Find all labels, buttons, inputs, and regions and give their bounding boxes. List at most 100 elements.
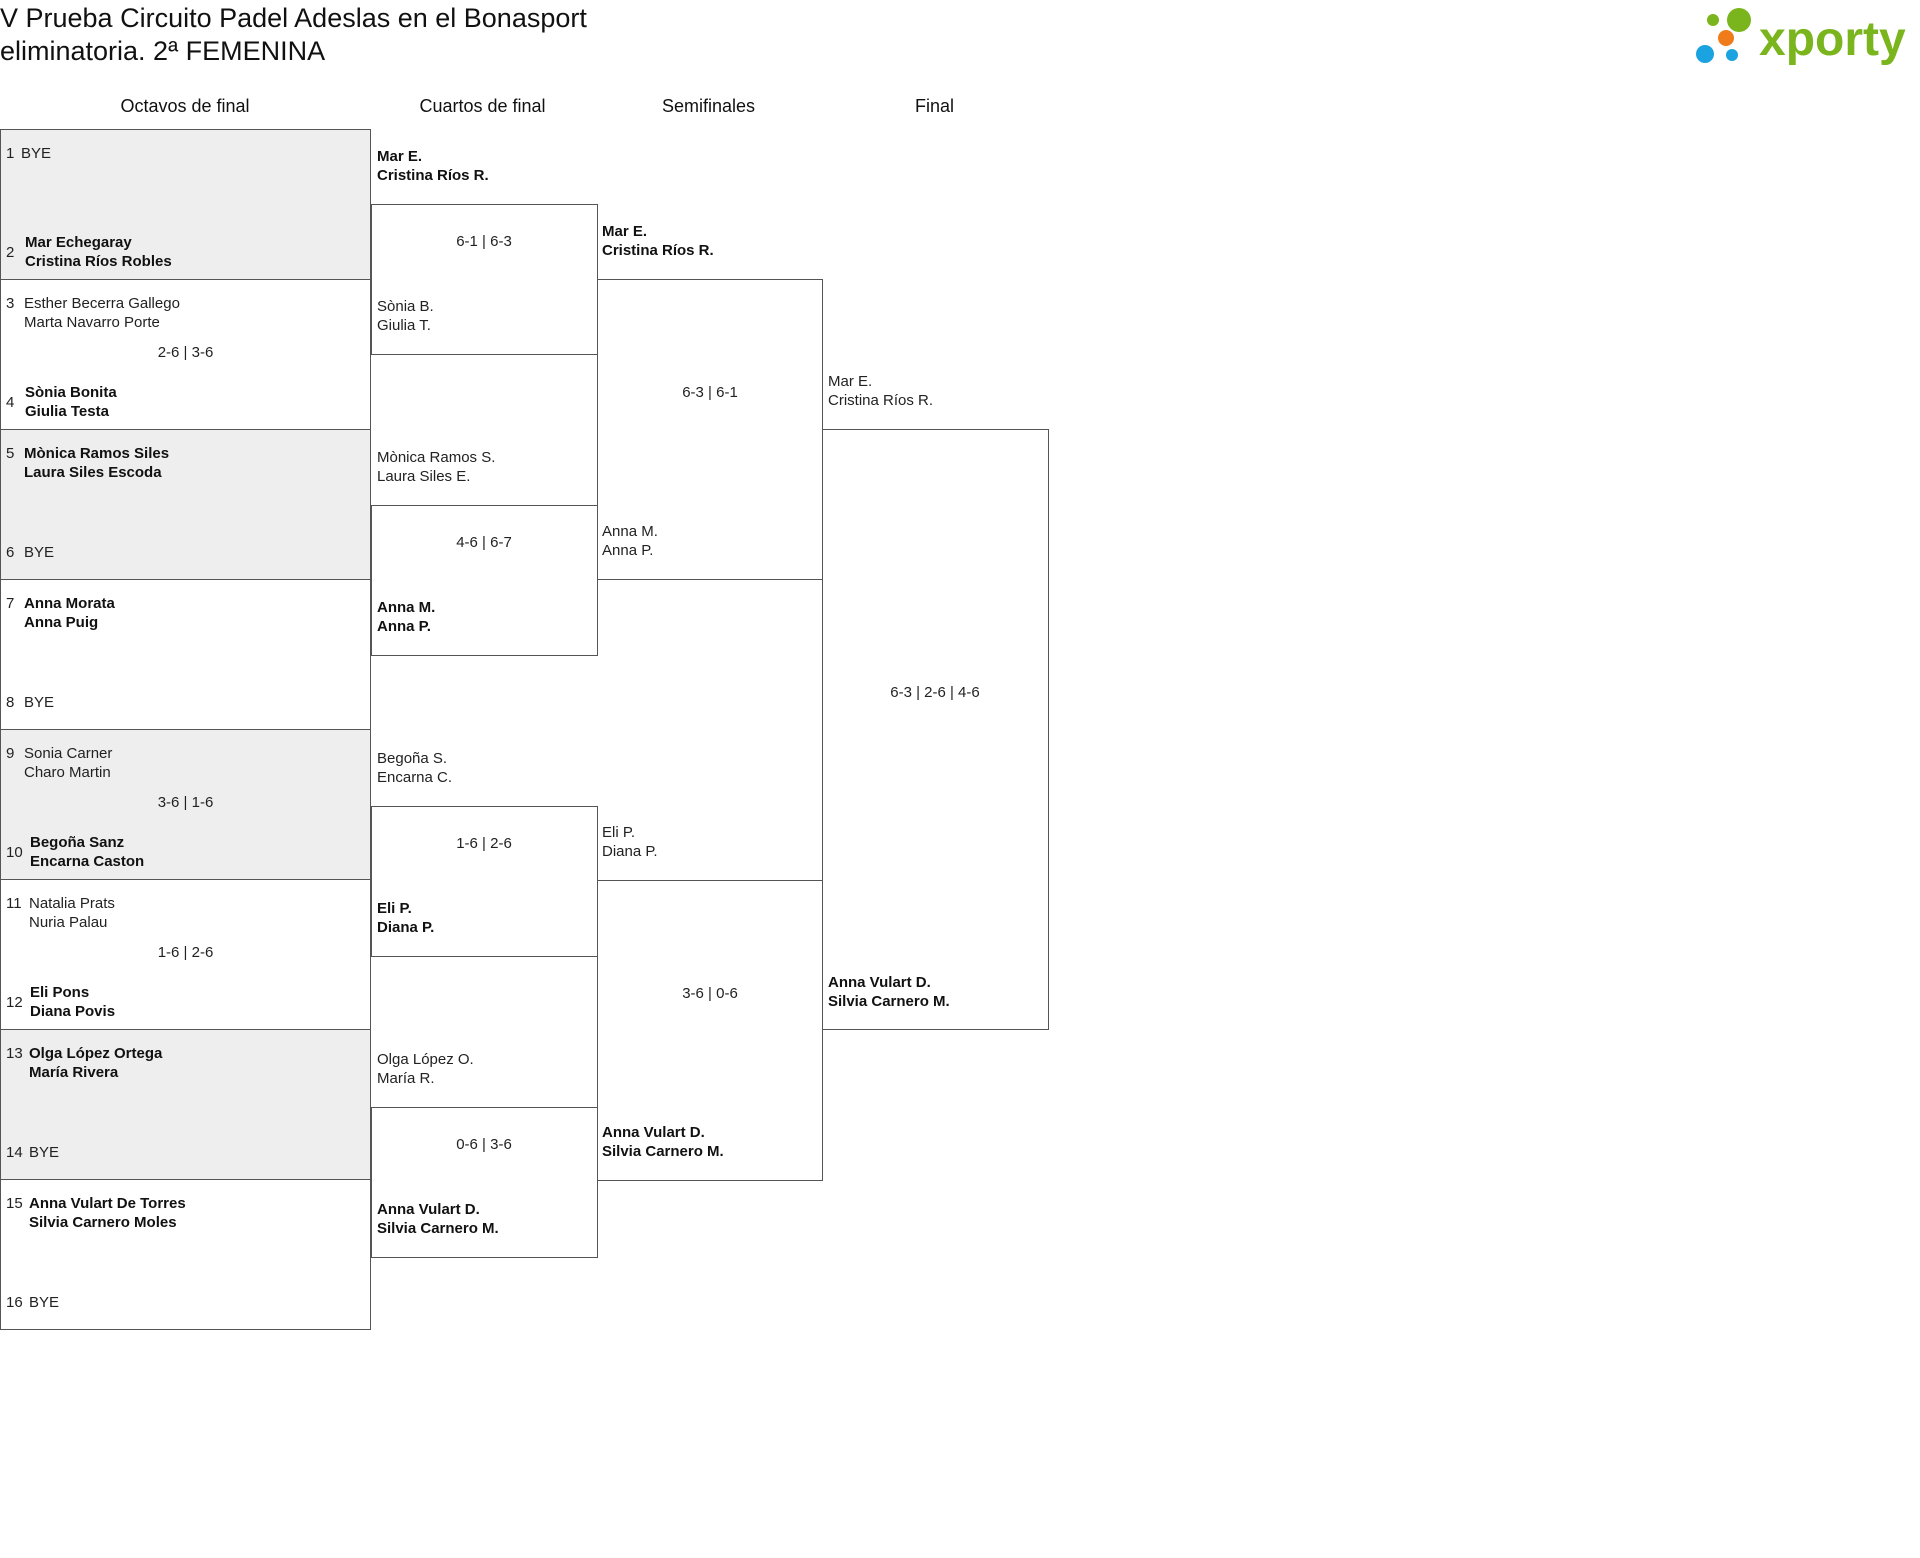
title-line-2: eliminatoria. 2ª FEMENINA bbox=[0, 36, 326, 66]
cuartos-2-team-bottom-player-2: Anna P. bbox=[377, 618, 431, 635]
seed-number: 15 bbox=[6, 1195, 23, 1212]
logo-dot-blue-small bbox=[1726, 49, 1738, 61]
octavos-4-team-bottom[interactable]: BYE bbox=[24, 693, 54, 712]
octavos-7-team-top-player-2: María Rivera bbox=[29, 1064, 119, 1081]
match-score: 4-6 | 6-7 bbox=[456, 534, 512, 551]
semis-2-team-bottom[interactable]: Anna Vulart D.Silvia Carnero M. bbox=[602, 1123, 724, 1161]
semis-1-team-top[interactable]: Mar E. Cristina Ríos R. bbox=[602, 222, 714, 260]
logo-dot-orange bbox=[1718, 30, 1734, 46]
seed-number: 12 bbox=[6, 994, 23, 1011]
xporty-logo-mark: xporty bbox=[1696, 8, 1906, 66]
octavos-3-team-bottom[interactable]: BYE bbox=[24, 543, 54, 562]
octavos-7-team-bottom-player-1: BYE bbox=[29, 1144, 60, 1161]
octavos-3-team-top-player-1: Mònica Ramos Siles bbox=[24, 445, 170, 462]
round-header-3: Semifinales bbox=[661, 96, 756, 116]
match-octavos-3[interactable] bbox=[0, 429, 371, 580]
seed-number: 4 bbox=[6, 394, 15, 411]
match-score: 6-1 | 6-3 bbox=[456, 233, 512, 250]
logo-dot-blue bbox=[1696, 45, 1714, 63]
cuartos-4-team-top[interactable]: Olga López O. María R. bbox=[377, 1050, 474, 1088]
semis-2-team-top-player-1: Eli P. bbox=[602, 824, 636, 841]
cuartos-1-team-bottom-player-1: Sònia B. bbox=[377, 298, 434, 315]
octavos-8-team-top-player-1: Anna Vulart De Torres bbox=[29, 1195, 186, 1212]
match-final[interactable] bbox=[822, 429, 1049, 1030]
octavos-8-team-bottom[interactable]: BYE bbox=[29, 1293, 59, 1312]
octavos-6-team-top-player-1: Natalia Prats bbox=[29, 895, 115, 912]
octavos-4-team-top-player-1: Anna Morata bbox=[24, 595, 115, 612]
semis-1-team-top-player-1: Mar E. bbox=[602, 223, 648, 240]
xporty-logo[interactable]: xporty bbox=[1695, 4, 1920, 68]
page-title: V Prueba Circuito Padel Adeslas en el Bo… bbox=[0, 2, 587, 68]
match-octavos-8[interactable] bbox=[0, 1179, 371, 1330]
cuartos-2-team-top[interactable]: Mònica Ramos S.Laura Siles E. bbox=[377, 448, 495, 486]
match-cuartos-2[interactable] bbox=[371, 505, 598, 656]
cuartos-2-team-top-player-2: Laura Siles E. bbox=[377, 468, 471, 485]
seed-number: 3 bbox=[6, 295, 15, 312]
cuartos-2-team-bottom[interactable]: Anna M.Anna P. bbox=[377, 598, 435, 636]
seed-number: 5 bbox=[6, 445, 15, 462]
match-octavos-7[interactable] bbox=[0, 1029, 371, 1180]
semis-1-team-bottom-player-2: Anna P. bbox=[602, 542, 654, 559]
cuartos-3-team-top[interactable]: Begoña S.Encarna C. bbox=[377, 749, 452, 787]
cuartos-3-team-top-player-1: Begoña S. bbox=[377, 750, 448, 767]
octavos-2-team-top-player-2: Marta Navarro Porte bbox=[24, 314, 160, 331]
match-score: 6-3 | 2-6 | 4-6 bbox=[890, 684, 980, 701]
final-team-top[interactable]: Mar E.Cristina Ríos R. bbox=[828, 372, 933, 410]
round-header-4: Final bbox=[914, 96, 954, 116]
octavos-7-team-bottom[interactable]: BYE bbox=[29, 1143, 59, 1162]
seed-number: 10 bbox=[6, 844, 23, 861]
octavos-1-team-bottom-player-2: Cristina Ríos Robles bbox=[25, 253, 172, 270]
seed-number: 13 bbox=[6, 1045, 23, 1062]
semis-1-team-bottom[interactable]: Anna M.Anna P. bbox=[602, 522, 658, 560]
semis-1-team-top-player-2: Cristina Ríos R. bbox=[602, 242, 714, 259]
octavos-4-team-bottom-player-1: BYE bbox=[24, 694, 55, 711]
cuartos-4-team-top-player-2: María R. bbox=[377, 1070, 435, 1087]
octavos-7-team-top-player-1: Olga López Ortega bbox=[29, 1045, 163, 1062]
cuartos-4-team-bottom-player-1: Anna Vulart D. bbox=[377, 1201, 480, 1218]
match-score: 1-6 | 2-6 bbox=[157, 944, 214, 961]
match-cuartos-4[interactable] bbox=[371, 1107, 598, 1258]
cuartos-1-team-bottom-player-2: Giulia T. bbox=[377, 317, 431, 334]
octavos-6-team-bottom-player-2: Diana Povis bbox=[30, 1003, 116, 1020]
octavos-6-team-bottom-player-1: Eli Pons bbox=[30, 984, 90, 1001]
match-semis-2[interactable] bbox=[597, 880, 823, 1181]
cuartos-1-team-top[interactable]: Mar E.Cristina Ríos R. bbox=[377, 147, 489, 185]
match-octavos-1[interactable] bbox=[0, 129, 371, 280]
seed-number: 11 bbox=[6, 895, 22, 912]
match-score: 0-6 | 3-6 bbox=[456, 1136, 512, 1153]
match-score: 3-6 | 0-6 bbox=[682, 985, 738, 1002]
logo-dot-green-small bbox=[1707, 14, 1719, 26]
octavos-1-team-top[interactable]: BYE bbox=[21, 144, 51, 163]
cuartos-3-team-bottom[interactable]: Eli P. Diana P. bbox=[377, 899, 434, 937]
cuartos-3-team-bottom-player-2: Diana P. bbox=[377, 919, 435, 936]
octavos-4-team-top-player-2: Anna Puig bbox=[24, 614, 99, 631]
match-octavos-5[interactable] bbox=[0, 729, 371, 880]
semis-2-team-top[interactable]: Eli P.Diana P. bbox=[602, 823, 658, 861]
seed-number: 9 bbox=[6, 745, 15, 762]
octavos-2-team-top-player-1: Esther Becerra Gallego bbox=[24, 295, 180, 312]
cuartos-3-team-bottom-player-1: Eli P. bbox=[377, 900, 412, 917]
seed-number: 8 bbox=[6, 694, 15, 711]
final-team-bottom[interactable]: Anna Vulart D.Silvia Carnero M. bbox=[828, 973, 950, 1011]
octavos-5-team-bottom-player-2: Encarna Caston bbox=[30, 853, 145, 870]
octavos-3-team-bottom-player-1: BYE bbox=[24, 544, 55, 561]
logo-wordmark: xporty bbox=[1759, 13, 1906, 66]
cuartos-1-team-top-player-2: Cristina Ríos R. bbox=[377, 167, 489, 184]
cuartos-1-team-bottom[interactable]: Sònia B. Giulia T. bbox=[377, 297, 434, 335]
final-team-bottom-player-1: Anna Vulart D. bbox=[828, 974, 931, 991]
octavos-2-team-bottom-player-2: Giulia Testa bbox=[25, 403, 109, 420]
cuartos-4-team-bottom[interactable]: Anna Vulart D.Silvia Carnero M. bbox=[377, 1200, 499, 1238]
octavos-5-team-bottom-player-1: Begoña Sanz bbox=[30, 834, 125, 851]
cuartos-4-team-top-player-1: Olga López O. bbox=[377, 1051, 474, 1068]
